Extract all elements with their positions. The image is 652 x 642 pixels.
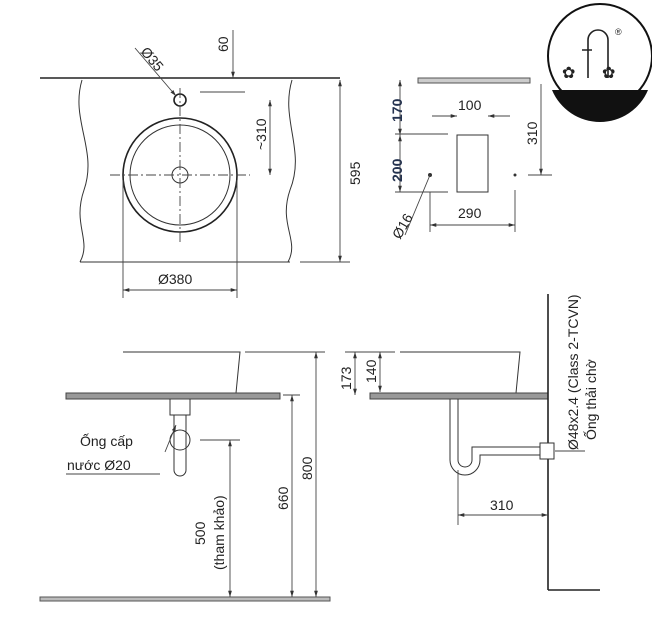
- valve-icon: ✿: [562, 65, 575, 82]
- top-view: Ø35 60 ~310 595 Ø380: [40, 30, 363, 298]
- dim-500-note: (tham khảo): [211, 495, 227, 570]
- countertop: [65, 392, 281, 400]
- countertop: [369, 392, 549, 400]
- dim-100: 100: [458, 97, 482, 113]
- countertop-section: [417, 77, 531, 84]
- faucet-icon: [582, 29, 609, 78]
- dim-290: 290: [458, 205, 482, 221]
- dim-310: ~310: [253, 118, 269, 150]
- front-view-left: Ống cấp nước Ø20 500 (tham khảo) 660 800: [39, 351, 331, 602]
- dim-310-side: 310: [524, 121, 540, 145]
- dim-310-front: 310: [490, 497, 514, 513]
- dim-800: 800: [299, 456, 315, 480]
- dim-140: 140: [363, 359, 379, 383]
- tap-hole-diameter: Ø35: [138, 44, 167, 75]
- cut-line-right: [285, 79, 296, 263]
- front-view-right: 173 140 310 Ø48x2.4 (Class 2-TCVN) Ống t…: [338, 294, 600, 591]
- dim-500: 500: [192, 521, 208, 545]
- drain-pipe-label: Ống thải chờ: [582, 359, 599, 440]
- drain-spec: Ø48x2.4 (Class 2-TCVN): [565, 294, 581, 450]
- drain-slot: [456, 134, 489, 193]
- valve-icon: ✿: [602, 65, 615, 82]
- cut-line-left: [78, 79, 89, 263]
- dim-595: 595: [347, 161, 363, 185]
- registered-mark: ®: [615, 27, 622, 37]
- dim-60: 60: [215, 36, 231, 52]
- faucet-logo: ✿ ✿ ®: [547, 3, 652, 123]
- basin-profile: [123, 351, 241, 394]
- basin-profile: [400, 351, 521, 394]
- floor: [39, 596, 331, 602]
- supply-pipe-label-2: nước Ø20: [67, 457, 131, 473]
- basin-diameter: Ø380: [158, 271, 192, 287]
- dim-173: 173: [338, 366, 354, 390]
- supply-pipe-label-1: Ống cấp: [80, 432, 133, 449]
- drain-pipe: [169, 399, 191, 477]
- dim-200: 200: [389, 158, 405, 182]
- hole-diameter-16: Ø16: [389, 210, 416, 241]
- dim-170: 170: [389, 98, 405, 122]
- tap-hole-plan: 170 200 100 Ø16 290 310: [389, 77, 552, 242]
- dim-660: 660: [275, 486, 291, 510]
- p-trap: [449, 399, 545, 476]
